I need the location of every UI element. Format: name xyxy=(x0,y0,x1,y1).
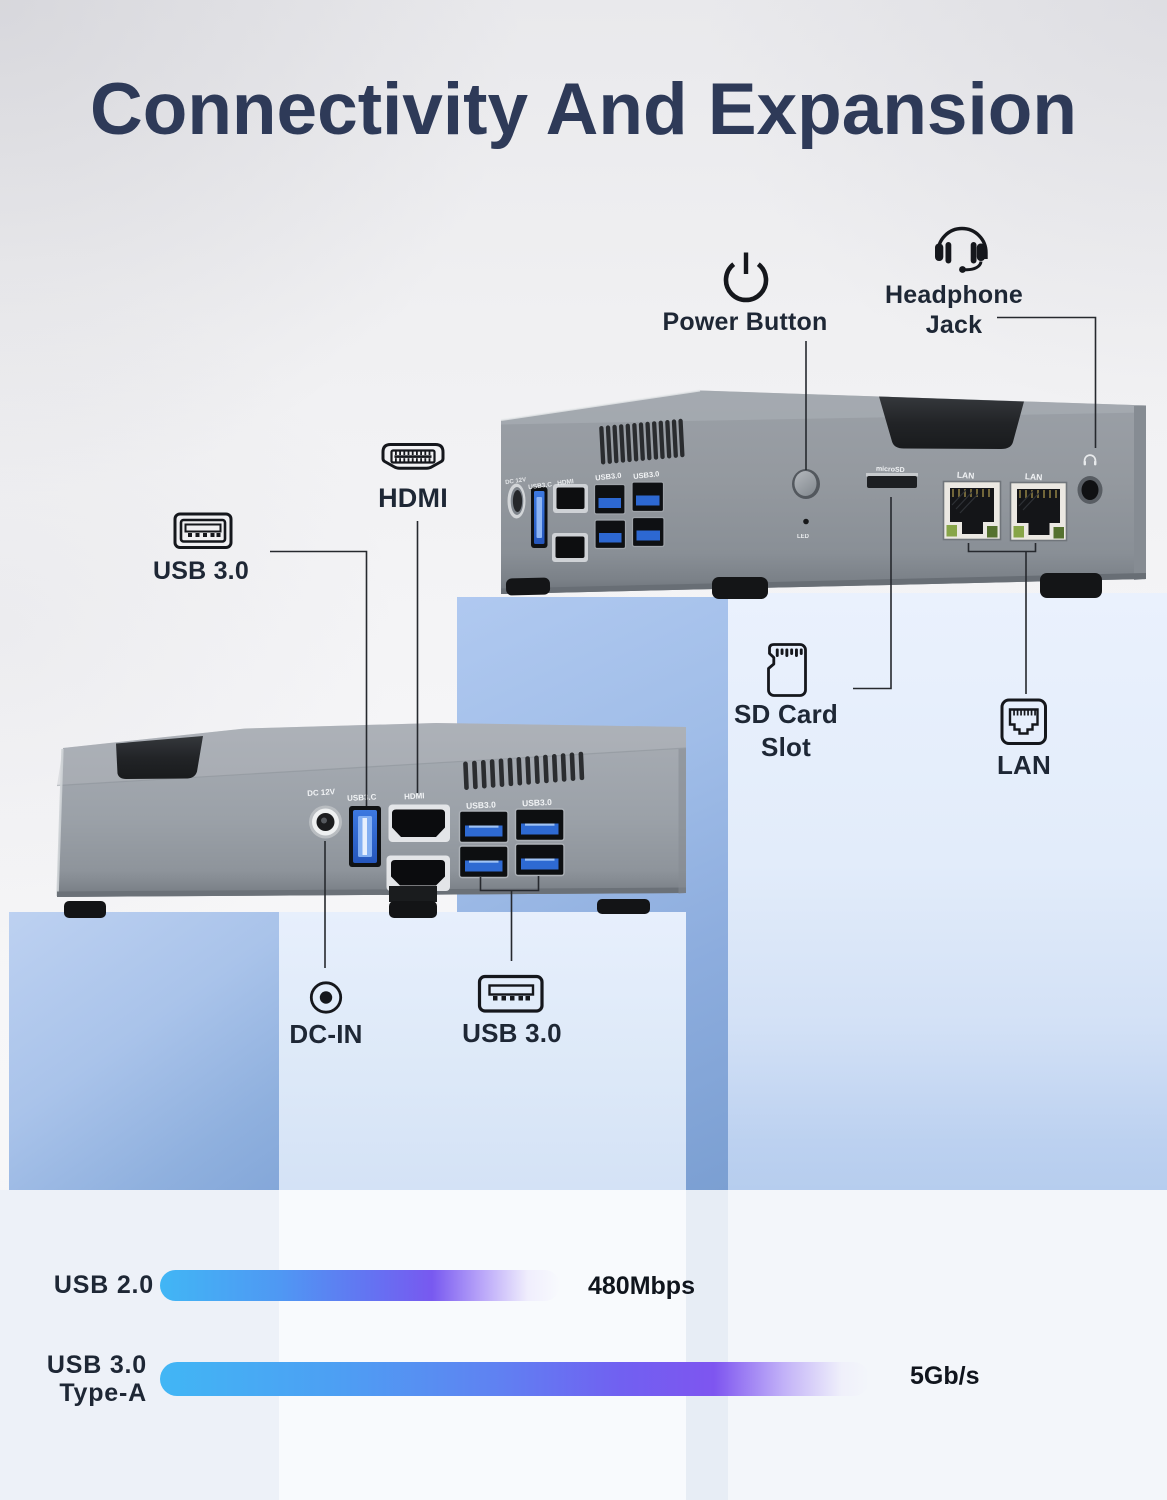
svg-text:microSD: microSD xyxy=(876,466,905,474)
svg-text:LAN: LAN xyxy=(1025,471,1043,482)
svg-text:LAN: LAN xyxy=(957,470,975,481)
svg-text:USB3.0: USB3.0 xyxy=(595,471,622,483)
svg-text:DC 12V: DC 12V xyxy=(505,477,527,486)
svg-text:USB3.0: USB3.0 xyxy=(522,797,553,809)
svg-text:USB3.0: USB3.0 xyxy=(466,799,497,811)
svg-text:HDMI: HDMI xyxy=(557,478,575,487)
svg-text:LED: LED xyxy=(797,534,810,540)
svg-text:USB3.0: USB3.0 xyxy=(633,469,660,481)
svg-text:DC 12V: DC 12V xyxy=(307,787,336,798)
svg-text:USB3.C: USB3.C xyxy=(347,792,377,803)
svg-text:USB3.C: USB3.C xyxy=(528,481,553,491)
svg-text:HDMI: HDMI xyxy=(404,791,425,801)
